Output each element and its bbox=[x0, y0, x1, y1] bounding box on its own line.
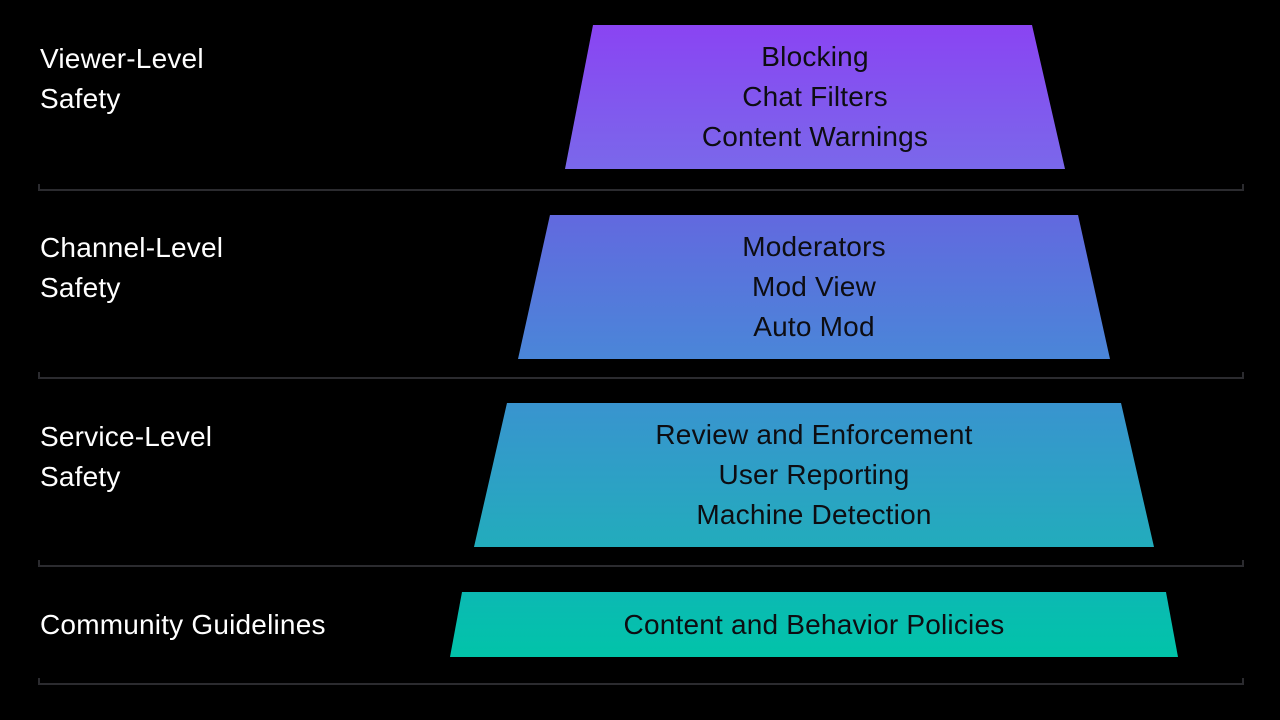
section-divider bbox=[38, 560, 1244, 567]
row-label-channel-level-safety: Channel-Level Safety bbox=[40, 232, 224, 303]
pyramid-layer-service-level: Review and Enforcement User Reporting Ma… bbox=[474, 403, 1154, 547]
section-divider bbox=[38, 678, 1244, 685]
pyramid-layer-channel-level: Moderators Mod View Auto Mod bbox=[518, 215, 1110, 359]
row-label-viewer-level-safety: Viewer-Level Safety bbox=[40, 43, 204, 114]
pyramid-layer-community-guidelines: Content and Behavior Policies bbox=[450, 592, 1178, 657]
section-divider bbox=[38, 184, 1244, 191]
row-label-community-guidelines: Community Guidelines bbox=[40, 609, 326, 640]
pyramid-layer-viewer-level: Blocking Chat Filters Content Warnings bbox=[565, 25, 1065, 169]
section-divider bbox=[38, 372, 1244, 379]
row-label-service-level-safety: Service-Level Safety bbox=[40, 421, 213, 492]
